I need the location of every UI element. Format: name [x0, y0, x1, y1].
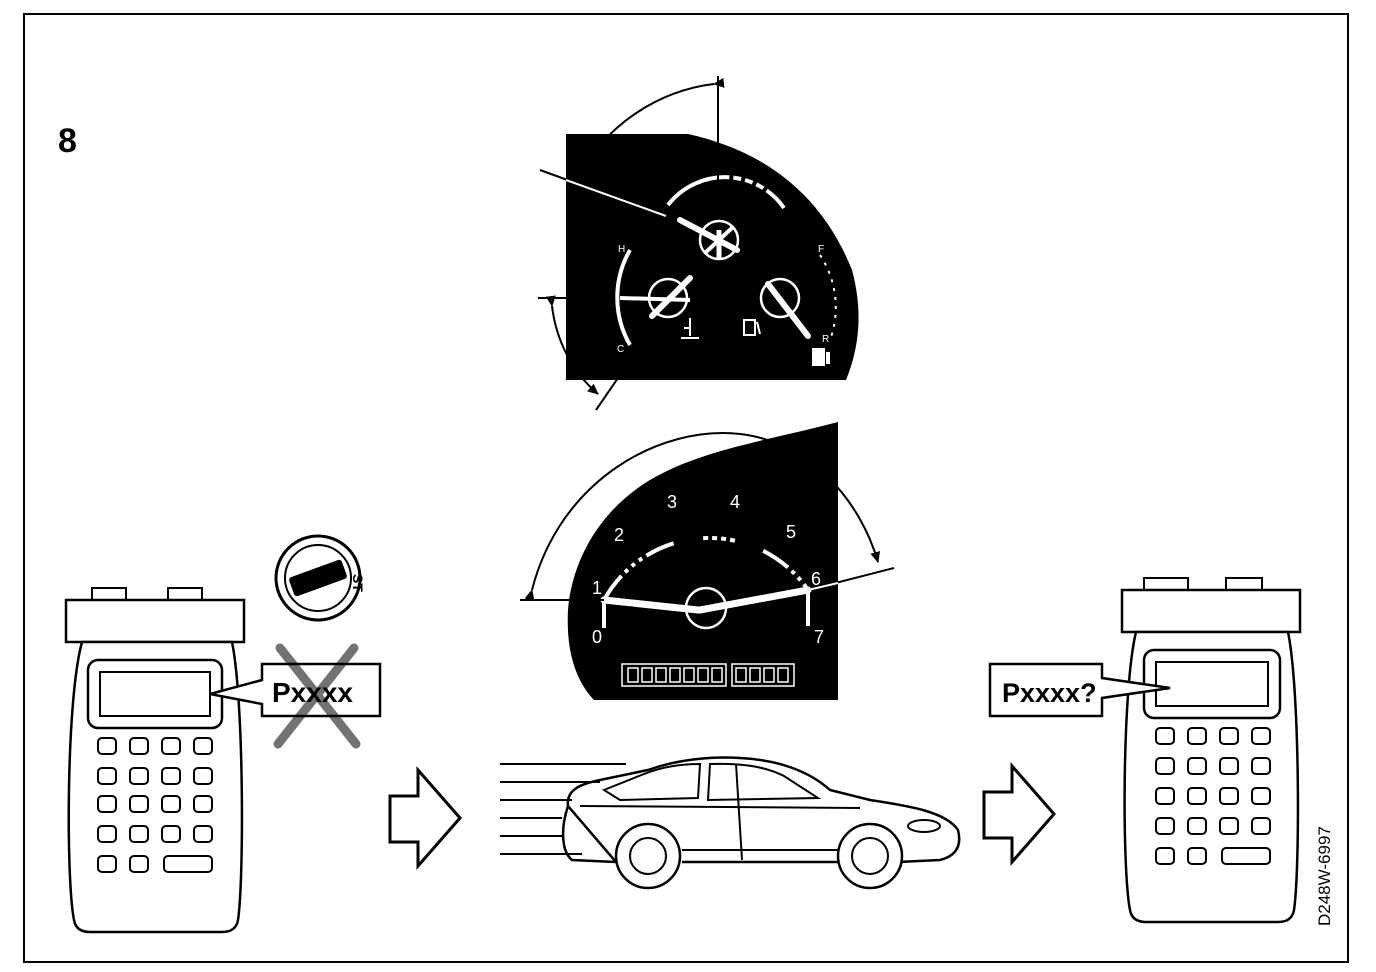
- ignition-inner-ring: [284, 544, 352, 612]
- tacho-tick-0: 0: [592, 627, 602, 647]
- car-body: [561, 756, 961, 864]
- drawing-reference: D248W-6997: [1315, 826, 1334, 926]
- tacho-tick-7: 7: [814, 627, 824, 647]
- ignition-st-label: ST: [350, 574, 366, 592]
- ignition-switch: ST: [274, 534, 366, 622]
- fuel-gauge-hub: [759, 277, 801, 319]
- tester-left-connector-head: [64, 598, 246, 644]
- tester-left: Pxxxx: [64, 587, 382, 934]
- figure-number: 8: [58, 122, 77, 160]
- upper-sweep-arrow: [579, 77, 725, 177]
- step-arrow-2: [982, 762, 1056, 866]
- cross-out-mark: [273, 643, 361, 749]
- tester-left-body: [67, 640, 244, 934]
- ignition-key-slot: [289, 559, 347, 597]
- fuel-gauge-needle: [765, 281, 811, 339]
- car-b-pillar: [735, 763, 743, 861]
- car-headlight: [907, 819, 941, 833]
- temp-low-label: C: [617, 344, 624, 355]
- tacho-sweep-arrow: [524, 432, 881, 601]
- upper-center-gauge-arc: [666, 175, 786, 210]
- fuel-pump-icon: [812, 348, 830, 366]
- tacho-panel: [567, 422, 838, 700]
- tester-right-code: Pxxxx?: [1002, 678, 1097, 708]
- tacho-tick-3: 3: [667, 492, 677, 512]
- temp-gauge-needle: [619, 296, 691, 302]
- tachometer: 0 1 2 3 4 5 6 7: [520, 422, 895, 700]
- tacho-tick-4: 4: [730, 492, 740, 512]
- tacho-tick-5: 5: [786, 522, 796, 542]
- upper-gauge-cluster: H C F R: [538, 76, 859, 411]
- upper-center-needle: [677, 217, 740, 253]
- tester-left-keypad: [97, 737, 213, 873]
- upper-center-gauge-hub: [698, 219, 740, 261]
- odometer-display: [621, 663, 795, 687]
- temp-gauge-pointer: [649, 275, 693, 319]
- speed-lines: [500, 763, 626, 855]
- tester-right-callout: [988, 662, 1171, 718]
- car-front-wheel-outer: [836, 822, 904, 890]
- temp-gauge-arc: [615, 249, 632, 346]
- car-rear-wheel-outer: [614, 822, 682, 890]
- tester-right-screen: [1155, 661, 1269, 707]
- tacho-needle-left: [600, 596, 702, 614]
- tacho-tick-2: 2: [614, 525, 624, 545]
- fuel-empty-label: R: [822, 334, 829, 345]
- tester-right: Pxxxx?: [988, 577, 1302, 924]
- coolant-icon: [681, 318, 699, 339]
- car-window-front-door: [706, 762, 822, 802]
- ignition-outer-ring: [274, 534, 362, 622]
- tester-right-connector-head: [1120, 588, 1302, 634]
- fuel-pump-icon-small: [743, 319, 761, 336]
- tacho-tick-6: 6: [811, 569, 821, 589]
- tester-right-keypad: [1155, 727, 1271, 865]
- upper-center-cross: [703, 225, 735, 255]
- car-illustration: [500, 756, 961, 890]
- fuel-gauge-arc: [819, 254, 837, 341]
- tacho-tick-1: 1: [592, 578, 602, 598]
- tester-right-body: [1123, 630, 1300, 924]
- temp-high-label: H: [618, 244, 625, 255]
- car-front-wheel-inner: [851, 837, 889, 875]
- upper-needle-leader-white: [565, 179, 667, 217]
- figure-frame: [23, 13, 1349, 963]
- tester-left-callout: [209, 662, 382, 718]
- fuel-full-label: F: [818, 244, 824, 255]
- car-window-rear: [601, 762, 702, 802]
- car-rear-wheel-inner: [629, 837, 667, 875]
- step-arrow-1: [388, 766, 462, 870]
- temp-sweep-arrow: [545, 295, 599, 395]
- temp-pointer-leader: [595, 345, 641, 411]
- car-beltline: [579, 805, 861, 809]
